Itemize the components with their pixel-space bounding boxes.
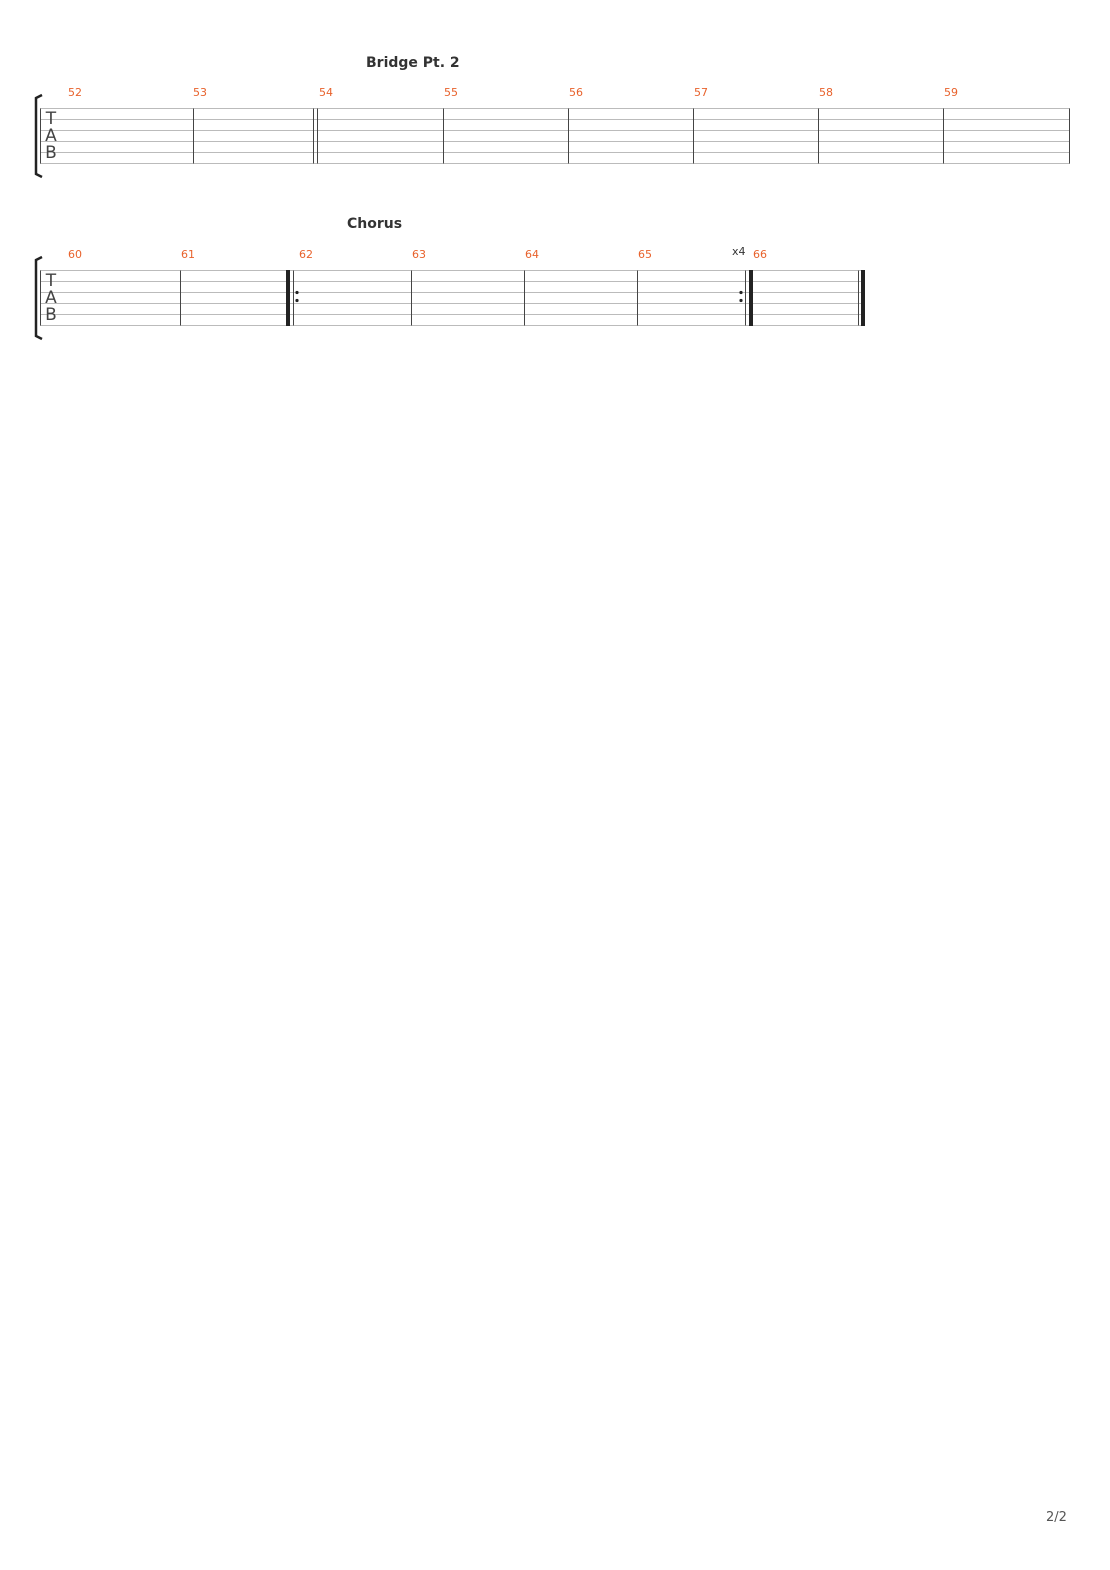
tab-clef-letter: B (45, 143, 57, 163)
staff-lines (40, 270, 864, 326)
repeat-start-thick-barline (286, 270, 290, 326)
tab-clef-letter: A (45, 288, 57, 308)
system-bracket (34, 93, 43, 179)
bar-number-62: 62 (299, 248, 313, 261)
tab-clef-letter: A (45, 126, 57, 146)
tab-clef: T A B (45, 271, 57, 325)
bar-number-55: 55 (444, 86, 458, 99)
bar-number-65: 65 (638, 248, 652, 261)
repeat-dot (739, 298, 743, 303)
final-thick-barline (861, 270, 865, 326)
repeat-dot (295, 298, 299, 303)
bar-number-64: 64 (525, 248, 539, 261)
repeat-dot (739, 290, 743, 295)
repeat-count: x4 (732, 245, 746, 258)
tab-clef-letter: T (45, 109, 57, 129)
bar-number-57: 57 (694, 86, 708, 99)
repeat-end-thick-barline (749, 270, 753, 326)
tab-staff-system-2: T A B (34, 255, 865, 341)
page-number: 2/2 (1046, 1510, 1067, 1525)
bar-number-52: 52 (68, 86, 82, 99)
bar-number-56: 56 (569, 86, 583, 99)
bar-number-54: 54 (319, 86, 333, 99)
system-bracket (34, 255, 43, 341)
tab-clef-letter: T (45, 271, 57, 291)
bar-number-63: 63 (412, 248, 426, 261)
bar-number-66: 66 (753, 248, 767, 261)
bar-number-60: 60 (68, 248, 82, 261)
bar-number-61: 61 (181, 248, 195, 261)
barlines (40, 270, 859, 326)
repeat-dot (295, 290, 299, 295)
tab-clef: T A B (45, 109, 57, 163)
tab-clef-letter: B (45, 305, 57, 325)
bar-number-59: 59 (944, 86, 958, 99)
staff-lines (40, 108, 1070, 164)
barlines (40, 108, 1070, 164)
bar-number-53: 53 (193, 86, 207, 99)
section-title-bridge-pt-2: Bridge Pt. 2 (366, 55, 460, 71)
section-title-chorus: Chorus (347, 216, 403, 232)
tab-staff-system-1: T A B (34, 93, 1070, 179)
bar-number-58: 58 (819, 86, 833, 99)
